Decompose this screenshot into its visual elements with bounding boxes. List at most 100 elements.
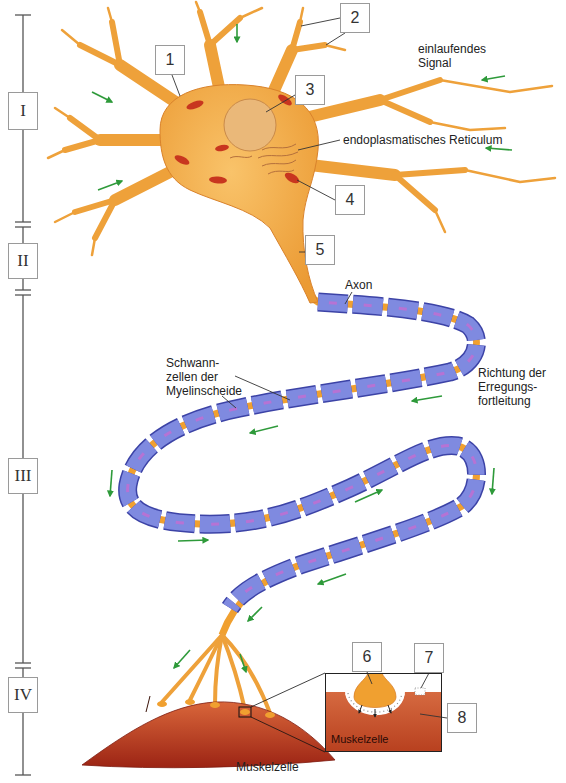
leader-line	[297, 180, 335, 200]
zoom-line	[251, 717, 325, 752]
terminal-branch	[215, 635, 222, 704]
synapse-inset	[325, 673, 442, 752]
signal-arrow	[92, 92, 112, 102]
callout-box: 3	[295, 75, 325, 105]
dendrite	[325, 45, 345, 50]
end-plate	[185, 699, 195, 705]
terminal-branch	[162, 635, 222, 702]
leader-line	[326, 33, 345, 45]
leader-line	[172, 75, 180, 96]
transmitter-arrow	[359, 705, 362, 713]
nucleus	[224, 99, 276, 151]
mitochondrion	[185, 99, 204, 112]
conduction-arrow	[240, 654, 246, 672]
transmitter-arrows	[359, 705, 391, 717]
part-label: Schwann- zellen der Myelinscheide	[166, 356, 246, 398]
signal-arrow	[486, 148, 512, 150]
dendrite	[240, 8, 262, 18]
part-label: endoplasmatisches Reticulum	[343, 133, 502, 147]
cell-body	[160, 85, 318, 303]
callout-box: 2	[340, 3, 370, 33]
mitochondria	[173, 93, 301, 186]
axon	[128, 298, 477, 635]
signal-label: einlaufendes Signal	[418, 42, 503, 70]
mitochondrion	[215, 144, 230, 152]
mitochondrion	[209, 176, 228, 185]
conduction-arrow	[110, 470, 112, 496]
callout-number: 6	[363, 648, 372, 666]
section-numeral: II	[17, 251, 28, 271]
end-plate	[157, 701, 167, 707]
conduction-arrow	[178, 540, 208, 541]
scale-tick	[15, 14, 31, 15]
dendrite	[292, 45, 325, 50]
schwann-cell	[128, 302, 477, 608]
endoplasmic-reticulum	[230, 144, 298, 174]
section-box: I	[8, 92, 38, 130]
inset-background	[325, 673, 442, 752]
callout-box: 4	[335, 185, 365, 215]
dendrite	[55, 212, 75, 222]
schwann-cell-outline	[128, 302, 477, 608]
end-plate	[240, 709, 250, 715]
conduction-arrow	[492, 468, 494, 494]
dendrite	[292, 22, 300, 50]
zoom-line	[251, 673, 325, 707]
dendrite	[380, 100, 430, 122]
callout-number: 7	[425, 649, 434, 667]
signal-arrow	[236, 24, 238, 42]
dendrite	[100, 134, 165, 146]
leader-line	[146, 696, 150, 712]
callout-number: 1	[166, 51, 175, 69]
part-label: Axon	[345, 278, 372, 292]
muscle-cell	[82, 702, 335, 768]
callout-number: 4	[346, 191, 355, 209]
leader-line	[298, 140, 340, 150]
leader-line	[420, 714, 447, 718]
callout-box: 7	[414, 643, 444, 673]
dendrite	[310, 165, 395, 175]
dendrite	[55, 108, 70, 118]
callout-box: 1	[155, 45, 185, 75]
leader-line	[301, 18, 340, 26]
er-membrane	[262, 144, 296, 150]
dendrite	[395, 175, 435, 210]
er-membrane	[258, 152, 298, 158]
signal-arrow	[482, 76, 505, 80]
dendrite	[465, 170, 555, 182]
scale-tick	[15, 289, 31, 290]
callout-number: 3	[306, 81, 315, 99]
mitochondrion	[276, 93, 293, 108]
scale-tick	[15, 774, 31, 775]
scale-tick	[15, 667, 31, 668]
signal-arrow	[98, 181, 122, 190]
callout-box: 5	[305, 235, 335, 265]
transmitter-arrow	[375, 709, 376, 717]
dendrite	[48, 150, 65, 158]
mitochondrion	[283, 171, 301, 186]
part-label: Muskelzelle	[331, 733, 388, 745]
callout-box: 8	[447, 703, 477, 733]
dendrite	[395, 170, 465, 175]
receptor-marker	[415, 688, 425, 695]
dendrite	[196, 2, 200, 12]
dendrite	[200, 12, 210, 45]
section-box: III	[8, 458, 38, 494]
dendrite	[440, 80, 552, 92]
scale-tick	[15, 226, 31, 227]
scale-tick	[15, 221, 31, 222]
dendrite	[108, 8, 112, 22]
section-numeral: III	[15, 466, 32, 486]
schwann-nucleus	[128, 302, 477, 608]
er-membrane	[262, 160, 296, 166]
section-box: IV	[8, 677, 38, 713]
dendrite	[210, 18, 240, 45]
dendrite	[380, 80, 440, 100]
scale-tick	[15, 662, 31, 663]
leader-line	[421, 673, 429, 688]
section-numeral: IV	[14, 685, 32, 705]
transmitter-arrow	[388, 705, 391, 713]
callout-number: 8	[458, 709, 467, 727]
myelin-sheath	[128, 302, 477, 608]
